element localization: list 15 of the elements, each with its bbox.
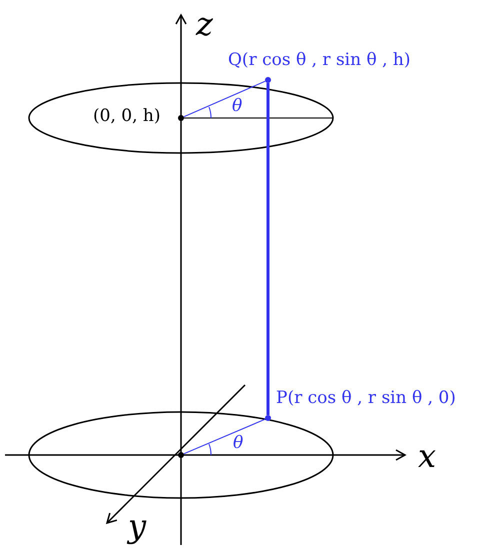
coordinate-label: Q(r cos θ , r sin θ , h) (228, 52, 411, 69)
point-dot (178, 452, 184, 458)
coordinate-label: P(r cos θ , r sin θ , 0) (276, 390, 456, 407)
point-dot (265, 77, 271, 83)
radius-line (183, 418, 266, 454)
point-dot (178, 115, 184, 121)
axis-label: z (196, 8, 213, 40)
angle-label: θ (232, 98, 242, 115)
axis-label: x (418, 440, 436, 472)
radius-line (183, 80, 266, 118)
coordinate-label: (0, 0, h) (93, 108, 160, 125)
point-dot (265, 415, 271, 421)
axis-label: y (128, 510, 146, 542)
angle-label: θ (233, 435, 244, 452)
segment-line (266, 83, 270, 415)
